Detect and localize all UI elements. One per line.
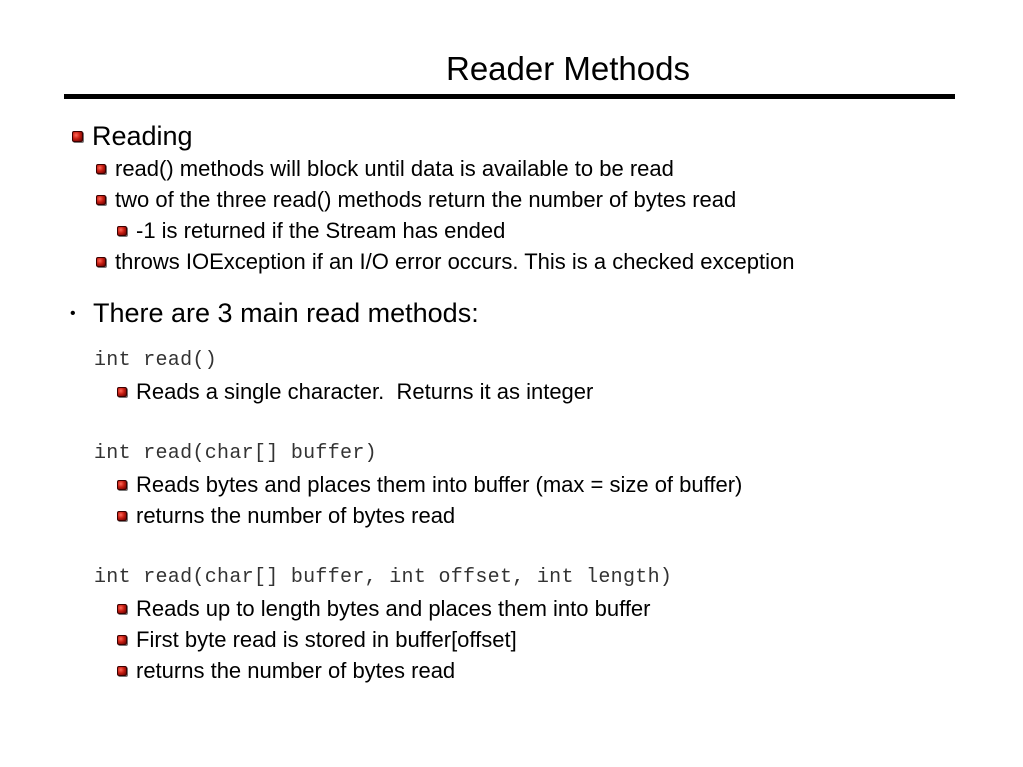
bullet-block: read() methods will block until data is … (96, 155, 674, 183)
red-bullet-icon (72, 130, 83, 142)
method-note: returns the number of bytes read (117, 502, 455, 530)
red-bullet-icon (117, 511, 127, 521)
red-bullet-icon (117, 635, 127, 645)
method-note: Reads bytes and places them into buffer … (117, 471, 742, 499)
method-signature: int read(char[] buffer, int offset, int … (94, 565, 673, 589)
method-signature: int read() (94, 348, 218, 372)
bullet-three-methods: There are 3 main read methods: (93, 296, 479, 330)
slide-title: Reader Methods (446, 50, 690, 87)
red-bullet-icon (117, 387, 127, 397)
bullet-text: read() methods will block until data is … (115, 156, 674, 181)
bullet-text: Reads up to length bytes and places them… (136, 596, 651, 621)
bullet-text: returns the number of bytes read (136, 503, 456, 528)
bullet-text: returns the number of bytes read (136, 658, 456, 683)
bullet-two-of-three: two of the three read() methods return t… (96, 186, 736, 214)
red-bullet-icon (117, 604, 127, 614)
bullet-text: throws IOException if an I/O error occur… (115, 249, 795, 274)
method-note: Reads a single character. Returns it as … (117, 378, 593, 406)
bullet-text: Reads bytes and places them into buffer … (136, 472, 743, 497)
bullet-text: Reads a single character. Returns it as … (136, 379, 594, 404)
method-note: First byte read is stored in buffer[offs… (117, 626, 517, 654)
red-bullet-icon (96, 164, 106, 174)
red-bullet-icon (117, 480, 127, 490)
method-note: returns the number of bytes read (117, 657, 455, 685)
method-note: Reads up to length bytes and places them… (117, 595, 651, 623)
bullet-reading: Reading (72, 119, 193, 153)
bullet-text: First byte read is stored in buffer[offs… (136, 627, 517, 652)
bullet-throws: throws IOException if an I/O error occur… (96, 248, 794, 276)
red-bullet-icon (117, 226, 127, 236)
dot-bullet-icon: • (70, 305, 76, 322)
bullet-minus-one: -1 is returned if the Stream has ended (117, 217, 505, 245)
title-divider (64, 94, 955, 99)
bullet-text: two of the three read() methods return t… (115, 187, 737, 212)
red-bullet-icon (96, 257, 106, 267)
bullet-text: There are 3 main read methods: (93, 297, 479, 328)
red-bullet-icon (96, 195, 106, 205)
bullet-text: Reading (92, 120, 193, 151)
method-signature: int read(char[] buffer) (94, 441, 377, 465)
bullet-text: -1 is returned if the Stream has ended (136, 218, 506, 243)
red-bullet-icon (117, 666, 127, 676)
